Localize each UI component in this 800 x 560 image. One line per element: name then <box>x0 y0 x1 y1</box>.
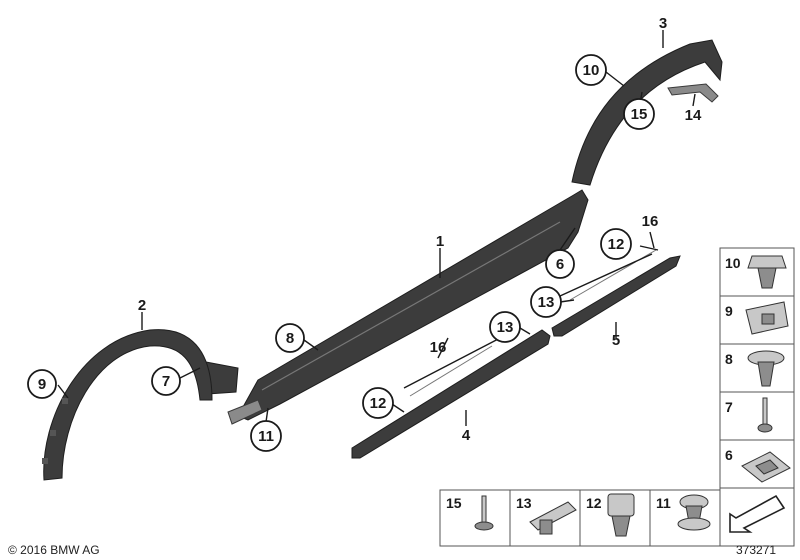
callout-2: 2 <box>138 297 146 314</box>
diagram-number: 373271 <box>736 543 776 557</box>
trim-strip-4 <box>351 329 551 459</box>
clip-8-icon <box>747 350 785 387</box>
nut-6-icon <box>741 451 791 483</box>
callout-10: 10 <box>583 62 600 79</box>
callouts: 1 2 3 4 5 14 16 16 6 7 8 9 10 11 12 12 1… <box>27 15 702 452</box>
wheel-arch-trim-front <box>42 329 213 481</box>
legend-9: 9 <box>725 303 733 319</box>
callout-12a: 12 <box>370 395 387 412</box>
legend-12: 12 <box>586 495 602 511</box>
callout-13b: 13 <box>538 294 555 311</box>
legend-7: 7 <box>725 399 733 415</box>
side-skirt <box>227 189 589 425</box>
clip-9-icon <box>745 301 789 335</box>
callout-12b: 12 <box>608 236 625 253</box>
callout-7: 7 <box>162 373 170 390</box>
legend-15: 15 <box>446 495 462 511</box>
callout-16b: 16 <box>642 213 659 230</box>
callout-4: 4 <box>462 427 471 444</box>
copyright-text: © 2016 BMW AG <box>8 543 100 557</box>
callout-5: 5 <box>612 332 620 349</box>
wheel-arch-trim-rear <box>571 39 723 186</box>
callout-9: 9 <box>38 376 46 393</box>
clip-13-icon <box>529 501 577 535</box>
clip-11-icon <box>677 494 711 531</box>
callout-6: 6 <box>556 256 564 273</box>
callout-15: 15 <box>631 106 648 123</box>
callout-16a: 16 <box>430 339 447 356</box>
legend-8: 8 <box>725 351 733 367</box>
clip-10-icon <box>747 255 787 289</box>
legend-11: 11 <box>656 495 671 511</box>
rivet-15-icon <box>474 495 494 531</box>
legend-6: 6 <box>725 447 733 463</box>
callout-11: 11 <box>258 428 274 445</box>
callout-3: 3 <box>659 15 667 32</box>
legend-10: 10 <box>725 255 741 271</box>
arrow-icon <box>729 494 786 533</box>
callout-1: 1 <box>436 233 444 250</box>
leader-lines <box>57 30 696 426</box>
callout-14: 14 <box>685 107 702 124</box>
callout-8: 8 <box>286 330 294 347</box>
legend-bottom: 15 13 12 11 <box>439 489 721 547</box>
legend-right: 10 9 8 7 6 <box>719 247 795 547</box>
callout-13a: 13 <box>497 319 514 336</box>
clip-12-icon <box>607 493 635 537</box>
legend-13: 13 <box>516 495 532 511</box>
rivet-7-icon <box>757 397 773 433</box>
